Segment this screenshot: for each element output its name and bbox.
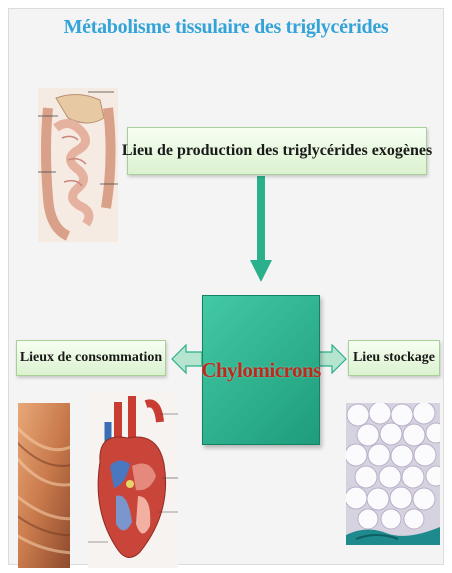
chylomicrons-label: Chylomicrons	[201, 358, 321, 383]
production-site-box: Lieu de production des triglycérides exo…	[127, 127, 427, 175]
arrow-right	[318, 345, 346, 373]
arrow-left	[172, 345, 202, 373]
chylomicrons-box: Chylomicrons	[202, 295, 320, 445]
arrow-down-shaft	[257, 176, 265, 262]
arrow-down-head	[250, 260, 272, 282]
consumption-sites-box: Lieux de consommation	[16, 340, 166, 376]
storage-site-box: Lieu stockage	[348, 340, 440, 376]
